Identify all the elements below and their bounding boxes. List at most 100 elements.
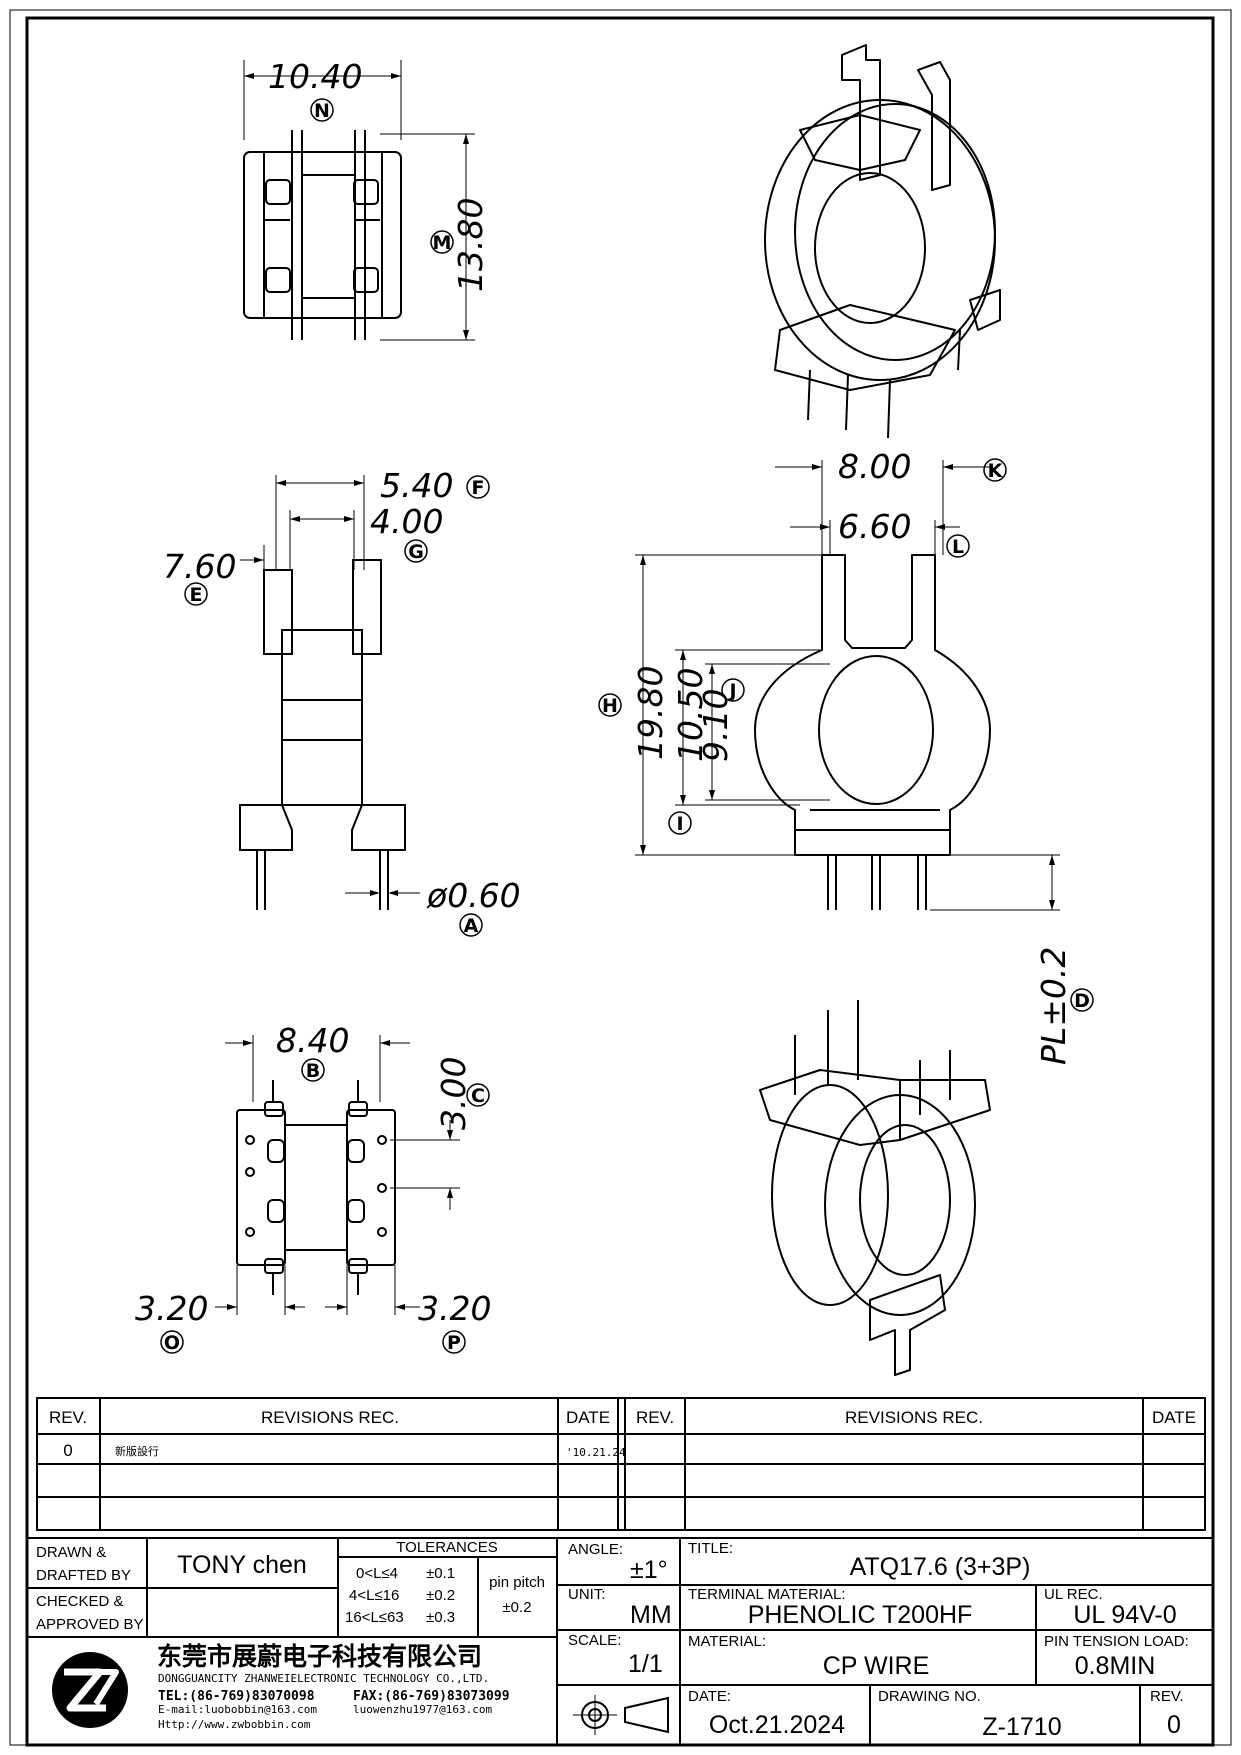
- company-name-en: DONGGUANCITY ZHANWEIELECTRONIC TECHNOLOG…: [158, 1672, 489, 1685]
- material-label: MATERIAL:: [688, 1633, 766, 1650]
- company-logo: [52, 1652, 128, 1728]
- rev-label: REV.: [1150, 1688, 1184, 1705]
- company-tel: TEL:(86-769)83070098: [158, 1689, 315, 1704]
- dim-19-80: 19.80: [631, 666, 670, 760]
- rev-header-right: REV.: [636, 1408, 674, 1427]
- label-f: F: [472, 477, 485, 499]
- tol-2-value: ±0.2: [426, 1587, 455, 1604]
- label-circle-j: [721, 678, 745, 702]
- label-k: K: [988, 460, 1004, 482]
- angle-value: ±1°: [630, 1556, 668, 1584]
- revisions-table: [36, 1397, 1206, 1531]
- dim-10-50: 10.50: [671, 668, 710, 762]
- angle-label: ANGLE:: [568, 1541, 623, 1558]
- label-circle-p: [442, 1330, 466, 1354]
- company-email-1: E-mail:luobobbin@163.com: [158, 1703, 317, 1716]
- dim-0-60: ø0.60: [426, 876, 521, 915]
- ul-rec-value: UL 94V-0: [1073, 1601, 1176, 1629]
- label-l: L: [952, 536, 964, 558]
- company-name-cn: 东莞市展蔚电子科技有限公司: [157, 1642, 482, 1671]
- scale-value: 1/1: [628, 1650, 663, 1678]
- dim-3-20-right: 3.20: [418, 1289, 491, 1328]
- tol-1-value: ±0.1: [426, 1565, 455, 1582]
- dim-3-20-left: 3.20: [135, 1289, 208, 1328]
- label-c: C: [471, 1085, 485, 1107]
- rev-value: 0: [1167, 1711, 1181, 1739]
- label-circle-m: [430, 230, 454, 254]
- tol-3: 16<L≤63: [345, 1609, 404, 1626]
- dim-7-60: 7.60: [163, 547, 236, 586]
- label-circle-i: [668, 811, 692, 835]
- front-view: [635, 460, 1060, 911]
- date-value: Oct.21.2024: [709, 1711, 845, 1739]
- label-circle-g: [404, 539, 428, 563]
- ul-rec-label: UL REC.: [1044, 1586, 1103, 1603]
- label-p: P: [447, 1332, 461, 1354]
- rev-header-left: REV.: [49, 1408, 87, 1427]
- unit-value: MM: [630, 1601, 672, 1629]
- label-circle-b: [301, 1058, 325, 1082]
- rec-header-right: REVISIONS REC.: [845, 1408, 983, 1427]
- dim-8-40: 8.40: [276, 1021, 349, 1060]
- label-circle-l: [946, 534, 970, 558]
- dim-10-40: 10.40: [268, 57, 362, 96]
- tol-2: 4<L≤16: [349, 1587, 399, 1604]
- label-circle-o: [160, 1330, 184, 1354]
- top-view: [243, 60, 475, 341]
- label-m: M: [433, 232, 452, 254]
- label-circle-h: [598, 693, 622, 717]
- projection-symbol: [573, 1695, 669, 1735]
- label-circle-k: [983, 458, 1007, 482]
- dim-pl: PL±0.2: [1034, 947, 1073, 1065]
- scale-label: SCALE:: [568, 1632, 621, 1649]
- label-d: D: [1074, 990, 1090, 1012]
- inner-border: [25, 16, 1215, 1747]
- material-value: CP WIRE: [823, 1652, 930, 1680]
- tolerances-label: TOLERANCES: [396, 1539, 497, 1556]
- label-n: N: [314, 100, 330, 122]
- dim-6-60: 6.60: [838, 507, 911, 546]
- terminal-material-value: PHENOLIC T200HF: [748, 1601, 973, 1629]
- label-circle-c: [466, 1083, 490, 1107]
- tol-3-value: ±0.3: [426, 1609, 455, 1626]
- company-fax: FAX:(86-769)83073099: [353, 1689, 510, 1704]
- checked-label-1: CHECKED &: [36, 1593, 124, 1610]
- dim-13-80: 13.80: [451, 198, 490, 292]
- drawing-no-label: DRAWING NO.: [878, 1688, 981, 1705]
- terminal-material-label: TERMINAL MATERIAL:: [688, 1586, 846, 1603]
- date-label: DATE:: [688, 1688, 731, 1705]
- dim-4-00: 4.00: [370, 502, 443, 541]
- date-header-right: DATE: [1152, 1408, 1196, 1427]
- rev-row-0-rev: 0: [63, 1441, 72, 1460]
- pin-pitch-label: pin pitch: [489, 1574, 545, 1591]
- rev-row-0-rec: 新版設行: [115, 1444, 159, 1458]
- label-h: H: [602, 695, 618, 717]
- dim-5-40: 5.40: [380, 466, 453, 505]
- company-email-2: luowenzhu1977@163.com: [353, 1703, 492, 1716]
- company-website: Http://www.zwbobbin.com: [158, 1718, 311, 1731]
- label-a: A: [464, 915, 479, 937]
- drawn-by: TONY chen: [177, 1551, 307, 1579]
- iso-view-bottom: [759, 1000, 991, 1376]
- title-label: TITLE:: [688, 1540, 733, 1557]
- unit-label: UNIT:: [568, 1586, 606, 1603]
- iso-view-top: [764, 44, 1001, 439]
- pin-pitch-value: ±0.2: [502, 1599, 531, 1616]
- label-b: B: [306, 1060, 320, 1082]
- label-i: I: [676, 813, 683, 835]
- label-circle-n: [310, 98, 334, 122]
- title-block: [26, 1537, 1214, 1746]
- bottom-view: [215, 1035, 460, 1315]
- label-e: E: [190, 584, 203, 606]
- label-g: G: [408, 541, 424, 563]
- title-value: ATQ17.6 (3+3P): [850, 1553, 1031, 1581]
- drawn-label-2: DRAFTED BY: [36, 1567, 131, 1584]
- side-view: [239, 475, 420, 910]
- label-o: O: [164, 1332, 180, 1354]
- label-circle-e: [184, 582, 208, 606]
- checked-label-2: APPROVED BY: [36, 1616, 144, 1633]
- label-circle-d: [1070, 988, 1094, 1012]
- rec-header-left: REVISIONS REC.: [261, 1408, 399, 1427]
- drawing-no-value: Z-1710: [982, 1713, 1061, 1741]
